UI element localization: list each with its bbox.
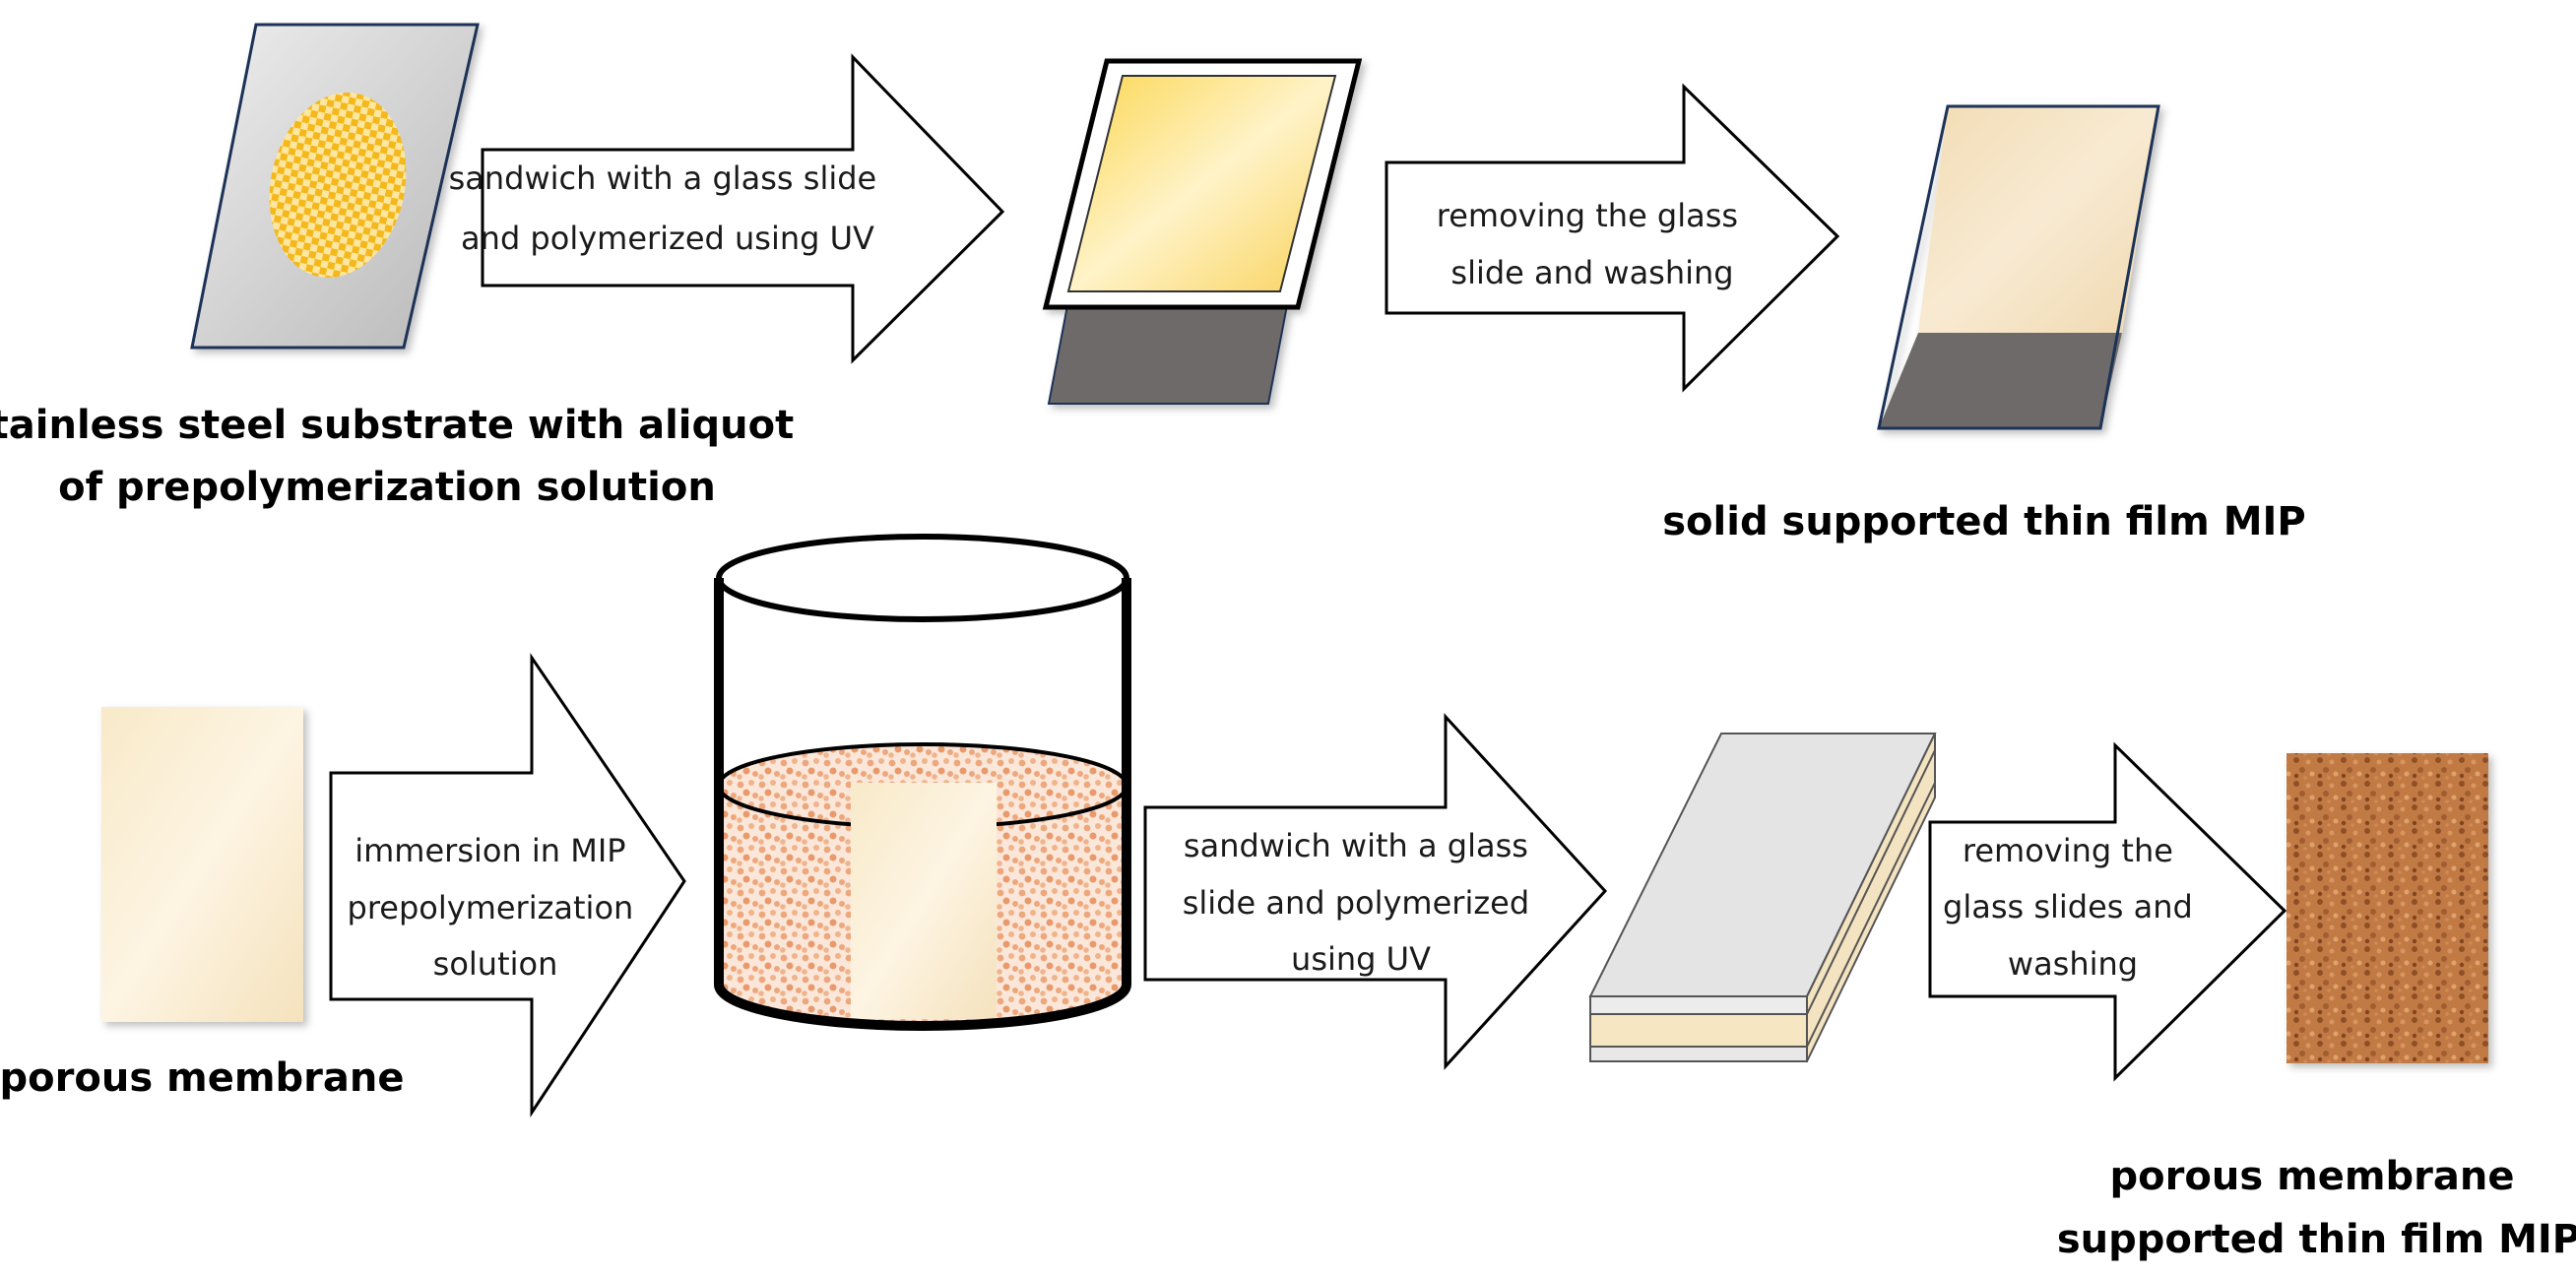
label-porous-membrane: porous membrane bbox=[0, 1055, 404, 1101]
label-solid-supported-mip: solid supported thin film MIP bbox=[1662, 499, 2306, 544]
arrow-label-sandwich: sandwich with a glass slide and polymeri… bbox=[449, 160, 887, 257]
thin-film-mip bbox=[1918, 106, 2158, 333]
sandwiched-substrate bbox=[1042, 58, 1363, 405]
arrow-immersion: immersion in MIP prepolymerization solut… bbox=[329, 653, 686, 1117]
arrow-sandwich-glass-slide-bottom: sandwich with a glass slide and polymeri… bbox=[1143, 713, 1608, 1070]
arrow-sandwich-glass-slide: sandwich with a glass slide and polymeri… bbox=[449, 53, 1005, 364]
arrow-removing-glass-slide: removing the glass slide and washing bbox=[1385, 83, 1840, 393]
arrow-label-removing: removing the glass slide and washing bbox=[1437, 197, 1749, 291]
stainless-steel-substrate bbox=[190, 23, 480, 350]
substrate-base bbox=[1047, 299, 1290, 405]
solid-supported-thin-film bbox=[1877, 104, 2160, 430]
arrow-label-removing-slides: removing the glass slides and washing bbox=[1943, 832, 2203, 983]
bottom-glass-slide bbox=[1589, 1046, 1808, 1062]
arrow-label-sandwich-bottom: sandwich with a glass slide and polymeri… bbox=[1183, 827, 1540, 978]
prepolymerization-droplet bbox=[269, 93, 407, 278]
arrow-removing-glass-slides: removing the glass slides and washing bbox=[1928, 741, 2287, 1082]
beaker-rim bbox=[716, 534, 1129, 622]
immersed-membrane bbox=[851, 783, 997, 1019]
glass-membrane-sandwich bbox=[1588, 733, 1937, 1062]
label-stainless-steel-substrate: stainless steel substrate with aliquot o… bbox=[0, 403, 807, 510]
sandwiched-membrane bbox=[1589, 1013, 1808, 1048]
steel-base bbox=[1879, 333, 2122, 428]
label-porous-membrane-supported-mip: porous membrane supported thin film MIP bbox=[2057, 1154, 2576, 1262]
porous-membrane-supported-mip bbox=[2286, 753, 2488, 1063]
porous-membrane bbox=[101, 707, 303, 1022]
beaker bbox=[714, 534, 1131, 1031]
arrow-label-immersion: immersion in MIP prepolymerization solut… bbox=[348, 832, 644, 983]
polymer-film-yellow bbox=[1066, 75, 1337, 292]
